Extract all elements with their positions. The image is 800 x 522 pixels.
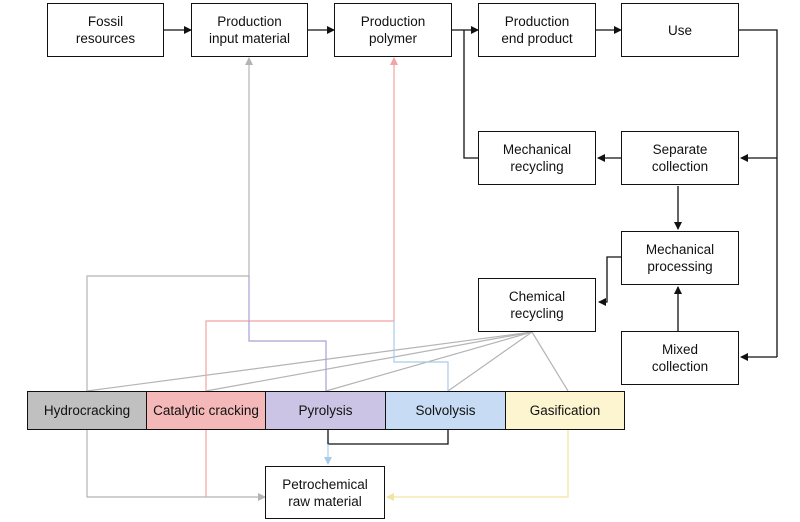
node-chemical-recycling: Chemical recycling bbox=[478, 278, 596, 332]
hydrocracking-to-input-line bbox=[86, 57, 253, 391]
node-mixed-collection: Mixed collection bbox=[621, 331, 739, 385]
node-mechanical-processing: Mechanical processing bbox=[621, 231, 739, 285]
mech-recycling-return-line bbox=[463, 30, 478, 159]
node-production-input-material: Production input material bbox=[191, 3, 308, 57]
hydrocracking-to-petrochemical-line bbox=[86, 430, 266, 501]
node-mechanical-recycling: Mechanical recycling bbox=[478, 131, 596, 185]
node-production-end-product: Production end product bbox=[478, 3, 596, 57]
node-separate-collection: Separate collection bbox=[621, 131, 739, 185]
process-catalytic-cracking: Catalytic cracking bbox=[146, 391, 266, 430]
arrow-processing-to-chemical bbox=[598, 256, 621, 306]
catalytic-to-polymer-line bbox=[205, 57, 398, 391]
use-return-line bbox=[739, 29, 778, 357]
node-production-polymer: Production polymer bbox=[334, 3, 452, 57]
process-hydrocracking: Hydrocracking bbox=[27, 391, 147, 430]
process-gasification: Gasification bbox=[505, 391, 625, 430]
node-petrochemical-raw-material: Petrochemical raw material bbox=[265, 466, 385, 519]
process-solvolysis: Solvolysis bbox=[385, 391, 506, 430]
pyrolysis-solvolysis-bracket bbox=[327, 430, 449, 445]
pyrolysis-to-input-line bbox=[248, 276, 327, 391]
chemical-fan-lines bbox=[86, 331, 569, 392]
process-pyrolysis: Pyrolysis bbox=[265, 391, 386, 430]
gasification-to-petrochemical-line bbox=[386, 430, 569, 501]
node-use: Use bbox=[621, 3, 739, 57]
node-fossil-resources: Fossil resources bbox=[47, 3, 164, 57]
solvolysis-to-polymer-line bbox=[393, 321, 449, 391]
